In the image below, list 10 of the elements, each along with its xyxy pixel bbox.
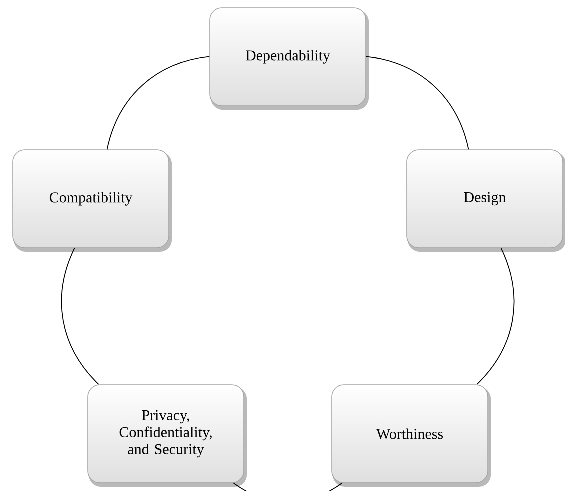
rounded-box: Dependability — [210, 8, 369, 110]
connector-arc — [366, 56, 470, 150]
connector-arc — [233, 482, 343, 491]
connector-arc — [61, 248, 100, 386]
connector-arc — [106, 56, 210, 150]
rounded-box: Design — [406, 150, 565, 252]
rounded-box: Privacy, Confidentiality, and Security — [88, 384, 247, 487]
connector-arc — [476, 248, 515, 386]
rounded-box: Compatibility — [12, 150, 172, 252]
rounded-box: Worthiness — [332, 384, 491, 487]
